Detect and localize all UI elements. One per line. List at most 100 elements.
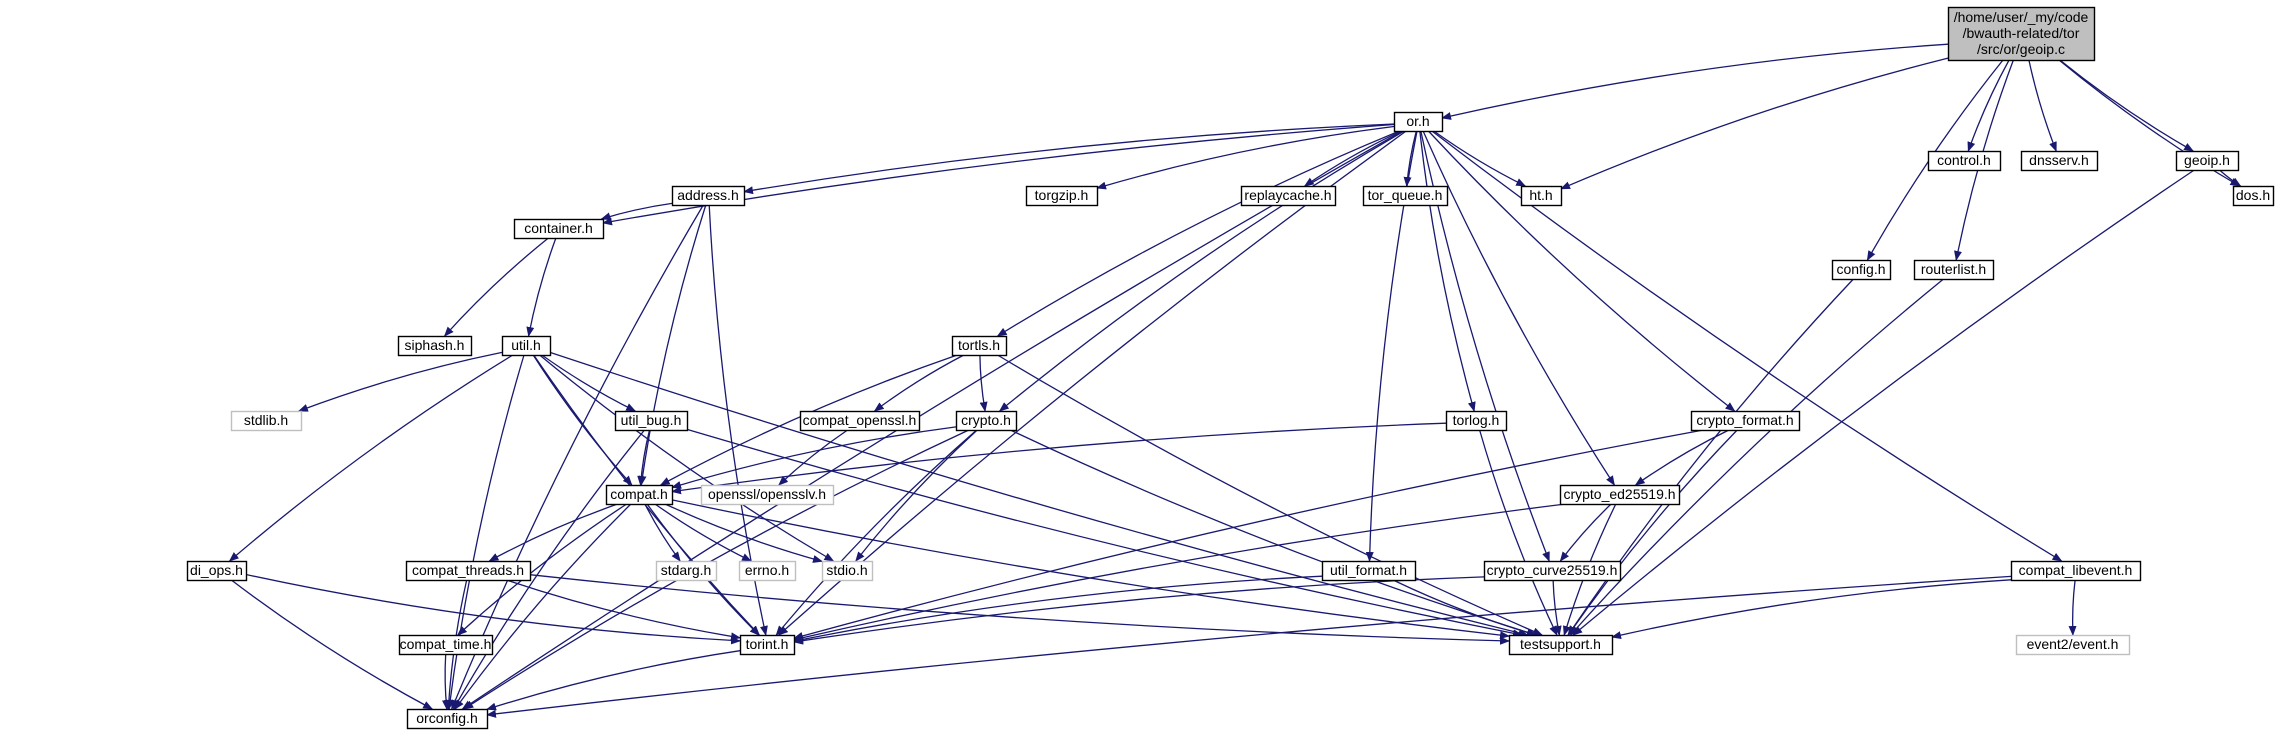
node-crypto-ed25519-h[interactable]: crypto_ed25519.h	[1559, 484, 1681, 506]
node-ht-h[interactable]: ht.h	[1520, 185, 1563, 207]
edge-crypto_format_h-to-testsupport_h	[1567, 429, 1738, 636]
edge-crypto_format_h-to-crypto_ed25519_h	[1634, 429, 1730, 486]
edge-geoip_c-to-dnsserv_h	[2028, 59, 2057, 152]
edge-crypto_h-to-orconfig_h	[463, 429, 970, 710]
edge-crypto_h-to-compat_h	[671, 426, 957, 489]
node-box	[1321, 560, 1417, 582]
edge-or_h-to-torlog_h	[1419, 130, 1476, 412]
node-util-h[interactable]: util.h	[501, 335, 552, 357]
node-label: control.h	[1937, 152, 1991, 168]
node-routerlist-h[interactable]: routerlist.h	[1913, 259, 1995, 281]
node-box	[951, 335, 1008, 357]
edge-util_h-to-di_ops_h	[228, 354, 514, 562]
edge-compat_threads_h-to-testsupport_h	[529, 574, 1510, 645]
node-torint-h[interactable]: torint.h	[739, 634, 796, 656]
node-geoip-c[interactable]: /home/user/_my/code/bwauth-related/tor/s…	[1947, 6, 2096, 62]
node-util-format-h[interactable]: util_format.h	[1321, 560, 1417, 582]
edge-util_bug_h-to-orconfig_h	[452, 429, 646, 710]
node-crypto-format-h[interactable]: crypto_format.h	[1690, 410, 1801, 432]
node-label: replaycache.h	[1244, 187, 1331, 203]
edge-tortls_h-to-testsupport_h	[997, 354, 1543, 636]
edge-geoip_h-to-testsupport_h	[1572, 169, 2195, 636]
edge-tortls_h-to-compat_openssl_h	[873, 354, 965, 412]
node-di-ops-h[interactable]: di_ops.h	[186, 560, 248, 582]
node-tor-queue-h[interactable]: tor_queue.h	[1362, 185, 1449, 207]
node-torgzip-h[interactable]: torgzip.h	[1025, 185, 1099, 207]
node-box	[1362, 185, 1449, 207]
node-label: crypto.h	[961, 412, 1011, 428]
edge-crypto_curve25519_h-to-torint_h	[793, 576, 1485, 645]
node-config-h[interactable]: config.h	[1831, 259, 1892, 281]
node-compat-threads-h[interactable]: compat_threads.h	[405, 560, 532, 582]
node-box	[513, 218, 605, 240]
node-compat-time-h[interactable]: compat_time.h	[398, 634, 494, 656]
edge-compat_openssl_h-to-opensslv_h	[778, 429, 848, 486]
node-dnsserv-h[interactable]: dnsserv.h	[2020, 150, 2099, 172]
node-tortls-h[interactable]: tortls.h	[951, 335, 1008, 357]
node-util-bug-h[interactable]: util_bug.h	[614, 410, 689, 432]
node-label: di_ops.h	[190, 562, 243, 578]
node-box	[1520, 185, 1563, 207]
node-stdarg-h: stdarg.h	[655, 560, 718, 582]
edge-geoip_c-to-or_h	[1441, 43, 1949, 120]
node-or-h[interactable]: or.h	[1393, 111, 1444, 133]
node-torlog-h[interactable]: torlog.h	[1445, 410, 1508, 432]
node-replaycache-h[interactable]: replaycache.h	[1240, 185, 1337, 207]
edge-routerlist_h-to-testsupport_h	[1569, 278, 1944, 636]
node-label: util_format.h	[1330, 562, 1407, 578]
node-dos-h[interactable]: dos.h	[2232, 185, 2275, 207]
node-compat-h[interactable]: compat.h	[605, 484, 674, 506]
node-box	[2015, 634, 2131, 656]
node-label: openssl/opensslv.h	[708, 486, 826, 502]
edge-crypto_h-to-torint_h	[775, 429, 978, 636]
node-testsupport-h[interactable]: testsupport.h	[1508, 634, 1614, 656]
node-crypto-curve25519-h[interactable]: crypto_curve25519.h	[1483, 560, 1622, 582]
node-control-h[interactable]: control.h	[1927, 150, 2002, 172]
node-label: container.h	[524, 220, 593, 236]
node-label: dnsserv.h	[2029, 152, 2089, 168]
node-geoip-h[interactable]: geoip.h	[2175, 150, 2240, 172]
node-box	[799, 410, 921, 432]
node-label: torint.h	[746, 636, 789, 652]
edge-compat_threads_h-to-torint_h	[506, 579, 741, 641]
edge-compat_libevent_h-to-testsupport_h	[1611, 579, 2012, 640]
edge-compat_h-to-compat_threads_h	[488, 503, 618, 562]
node-label: stdarg.h	[661, 562, 712, 578]
node-box	[2232, 185, 2275, 207]
node-box	[2020, 150, 2099, 172]
node-label: ht.h	[1529, 187, 1552, 203]
edge-util_h-to-stdio_h	[539, 354, 835, 562]
node-crypto-h[interactable]: crypto.h	[955, 410, 1018, 432]
node-label: compat_threads.h	[412, 562, 524, 578]
node-event-h: event2/event.h	[2015, 634, 2131, 656]
edge-or_h-to-address_h	[743, 123, 1395, 195]
edge-tortls_h-to-crypto_h	[979, 354, 988, 412]
node-box	[1690, 410, 1801, 432]
node-compat-openssl-h[interactable]: compat_openssl.h	[799, 410, 921, 432]
node-label: /home/user/_my/code	[1954, 9, 2089, 25]
node-label: util.h	[511, 337, 541, 353]
node-box	[821, 560, 874, 582]
node-label: event2/event.h	[2027, 636, 2119, 652]
node-container-h[interactable]: container.h	[513, 218, 605, 240]
node-compat-libevent-h[interactable]: compat_libevent.h	[2010, 560, 2142, 582]
node-box	[614, 410, 689, 432]
node-label: stdio.h	[826, 562, 867, 578]
edge-compat_h-to-compat_time_h	[457, 503, 628, 636]
node-errno-h: errno.h	[738, 560, 797, 582]
node-siphash-h[interactable]: siphash.h	[397, 335, 473, 357]
node-box	[655, 560, 718, 582]
node-label: routerlist.h	[1921, 261, 1986, 277]
edge-or_h-to-crypto_format_h	[1427, 130, 1736, 412]
edge-util_bug_h-to-compat_h	[637, 429, 651, 486]
node-label: /src/or/geoip.c	[1977, 41, 2065, 57]
edge-util_format_h-to-torint_h	[793, 575, 1323, 644]
node-orconfig-h[interactable]: orconfig.h	[406, 708, 489, 730]
node-label: crypto_ed25519.h	[1563, 486, 1675, 502]
node-box	[671, 185, 746, 207]
node-address-h[interactable]: address.h	[671, 185, 746, 207]
edge-util_h-to-testsupport_h	[549, 351, 1529, 637]
node-box	[501, 335, 552, 357]
edge-or_h-to-orconfig_h	[461, 130, 1403, 710]
node-label: address.h	[677, 187, 738, 203]
